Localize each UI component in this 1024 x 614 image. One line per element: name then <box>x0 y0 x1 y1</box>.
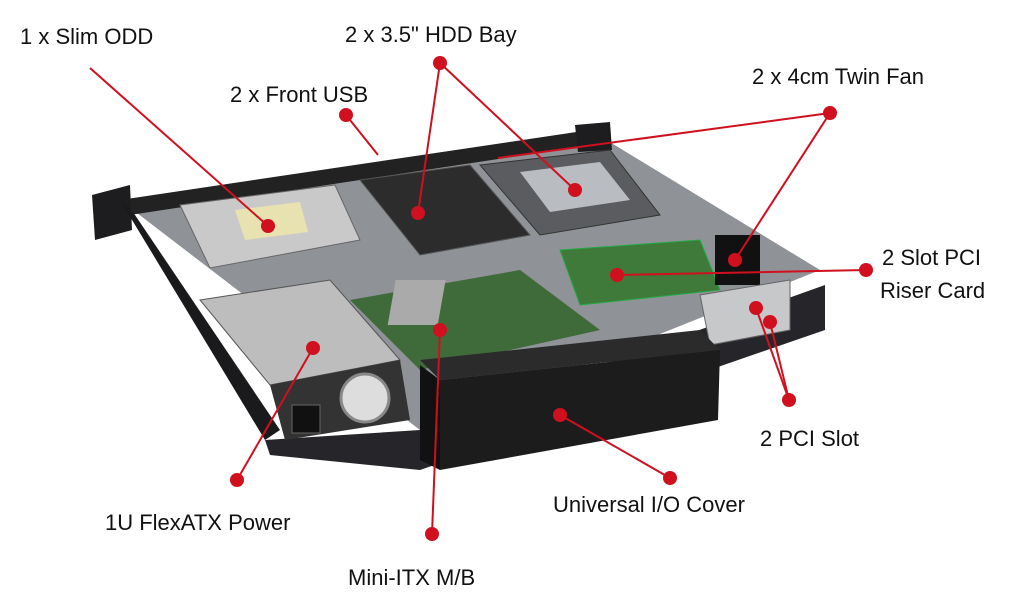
callout-line <box>769 321 790 401</box>
hdd-1 <box>359 164 531 256</box>
pci-slot-brackets <box>699 279 791 346</box>
label-riser-line1: 2 Slot PCI <box>882 245 982 270</box>
callout-line <box>345 114 379 156</box>
chassis-front-wall <box>120 130 590 215</box>
pci-riser-card <box>559 239 721 306</box>
callout-dot <box>763 315 777 329</box>
callout-dot <box>306 341 320 355</box>
label-power: 1U FlexATX Power <box>105 510 291 535</box>
callout-line <box>559 414 671 479</box>
callout-dot <box>610 268 624 282</box>
callout-line <box>431 329 441 535</box>
callout-dot <box>823 106 837 120</box>
callout-dot <box>425 527 439 541</box>
callout-line <box>236 347 314 481</box>
callout-dot <box>261 219 275 233</box>
universal-io-cover-top <box>420 330 720 380</box>
io-cover-front <box>440 350 720 470</box>
label-hdd-bay: 2 x 3.5" HDD Bay <box>345 22 517 47</box>
callout-dot <box>749 301 763 315</box>
label-io-cover: Universal I/O Cover <box>553 492 745 517</box>
label-twin-fan: 2 x 4cm Twin Fan <box>752 64 924 89</box>
callout-dot <box>339 108 353 122</box>
callout-dot <box>411 206 425 220</box>
psu-fan <box>339 372 391 424</box>
callout-dot <box>433 323 447 337</box>
chassis-left-side <box>120 200 280 440</box>
label-front-usb: 2 x Front USB <box>230 82 369 107</box>
cpu-heatsink <box>387 280 446 325</box>
callout-dot <box>568 183 582 197</box>
callout-line <box>616 269 867 276</box>
callout-line <box>734 112 831 261</box>
callout-dot <box>782 393 796 407</box>
callout-line <box>89 67 269 227</box>
chassis-rear-wall <box>265 285 825 470</box>
label-slim-odd: 1 x Slim ODD <box>20 24 154 49</box>
label-riser-line2: Riser Card <box>880 278 986 303</box>
callout-dot <box>433 56 447 70</box>
callout-line <box>417 62 441 214</box>
callout-dot <box>859 263 873 277</box>
power-inlet <box>291 404 321 434</box>
rack-ear-left <box>92 185 132 240</box>
label-mini-itx: Mini-ITX M/B <box>348 565 476 590</box>
callout-dot <box>728 253 742 267</box>
callout-line <box>755 307 790 401</box>
callout-line <box>439 62 576 191</box>
callout-line <box>497 112 831 159</box>
callout-lines <box>89 56 873 541</box>
callout-dot <box>663 471 677 485</box>
callout-dot <box>553 408 567 422</box>
label-pci-slot: 2 PCI Slot <box>760 426 860 451</box>
callout-dot <box>230 473 244 487</box>
